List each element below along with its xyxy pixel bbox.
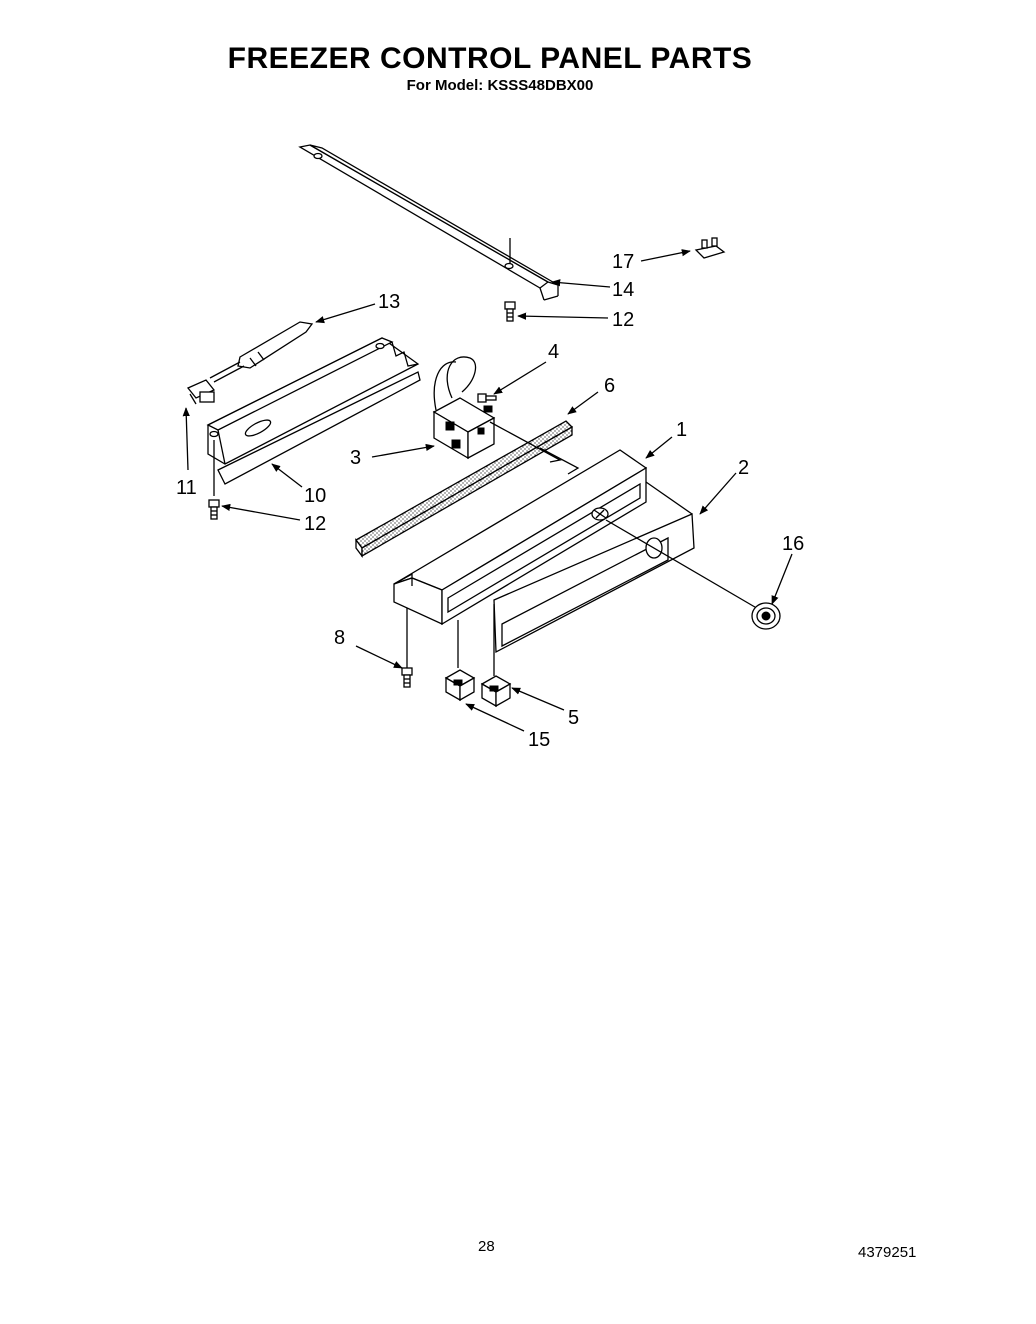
callout-16: 16 <box>782 533 804 555</box>
control-housing <box>393 421 648 626</box>
top-rail-bracket <box>298 144 559 301</box>
mounting-bracket <box>206 337 421 485</box>
callout-labels: 17 14 12 13 4 6 3 1 2 11 10 12 16 8 5 15 <box>176 251 804 751</box>
screw-left <box>208 499 220 520</box>
callout-5: 5 <box>568 707 579 729</box>
switch-buttons <box>444 604 512 708</box>
small-screw <box>477 393 497 403</box>
callout-3: 3 <box>350 447 361 469</box>
callout-17: 17 <box>612 251 634 273</box>
callout-13: 13 <box>378 291 400 313</box>
model-subtitle: For Model: KSSS48DBX00 <box>406 77 594 94</box>
callout-2: 2 <box>738 457 749 479</box>
front-panel <box>493 481 761 654</box>
control-switch <box>432 356 496 460</box>
callout-15: 15 <box>528 729 550 751</box>
callout-6: 6 <box>604 375 615 397</box>
callout-4: 4 <box>548 341 559 363</box>
callout-12-lower: 12 <box>304 513 326 535</box>
callout-10: 10 <box>304 485 326 507</box>
sensor-tube <box>209 321 314 383</box>
screw-upper <box>504 301 516 322</box>
document-number: 4379251 <box>858 1244 917 1261</box>
callout-1: 1 <box>676 419 687 441</box>
callout-8: 8 <box>334 627 345 649</box>
bracket-clip <box>186 379 216 496</box>
callout-leaders <box>182 249 793 732</box>
knob <box>751 602 781 630</box>
page-title: FREEZER CONTROL PANEL PARTS <box>227 42 753 75</box>
callout-11: 11 <box>176 477 197 499</box>
callout-14: 14 <box>612 279 634 301</box>
clip-part <box>694 237 726 259</box>
foam-strip <box>355 420 574 558</box>
callout-12-upper: 12 <box>612 309 634 331</box>
screw-housing <box>401 608 413 688</box>
page-number: 28 <box>478 1238 495 1255</box>
